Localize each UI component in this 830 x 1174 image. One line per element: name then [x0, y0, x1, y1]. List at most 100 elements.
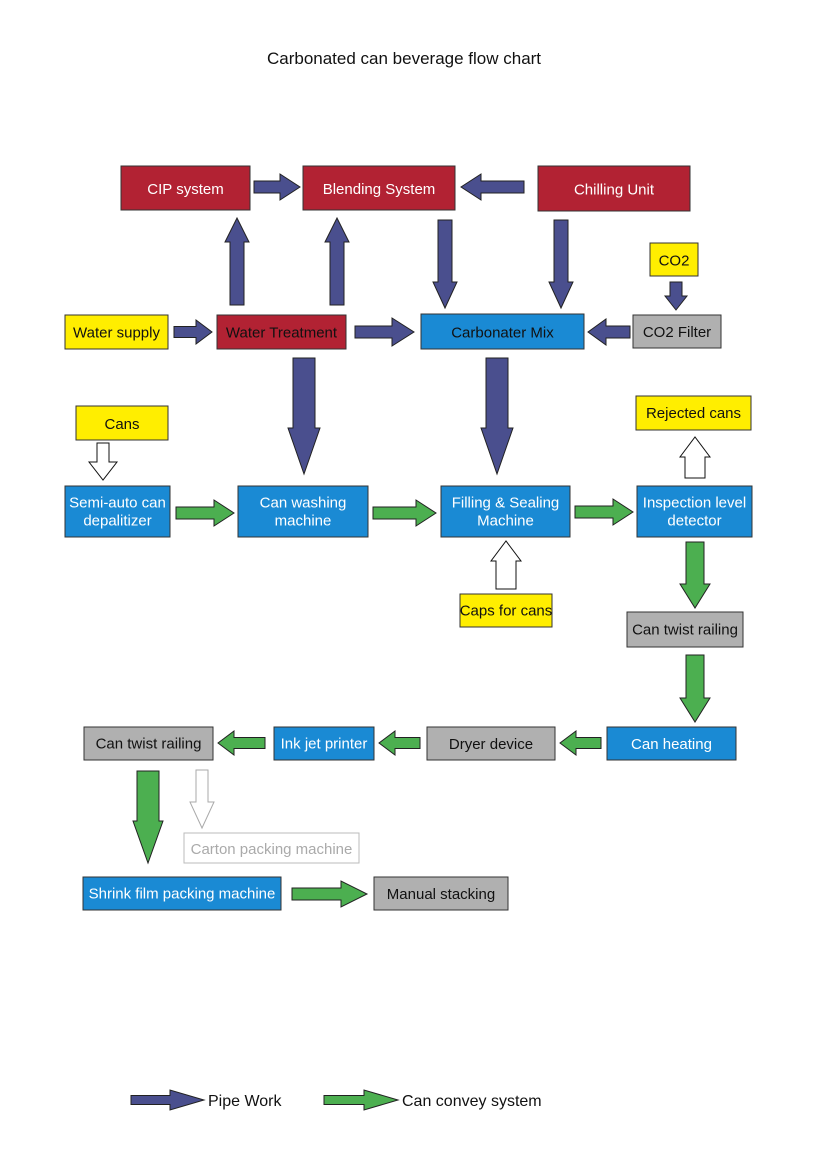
node-label: Can twist railing [632, 622, 738, 639]
node-label: Machine [477, 513, 534, 530]
node-box [459, 593, 553, 628]
pipe-arrow [324, 216, 350, 306]
node-label: Ink jet printer [281, 736, 368, 753]
node-box [216, 314, 347, 350]
input-arrow [87, 442, 119, 481]
convey-arrow [378, 730, 421, 756]
node-box [64, 485, 171, 538]
node-box [302, 165, 456, 211]
convey-arrow [217, 730, 266, 756]
node-label: Water Treatment [226, 324, 338, 341]
convey-arrow [574, 498, 634, 526]
node-twist2: Can twist railing [83, 726, 214, 761]
node-label: Inspection level [643, 495, 746, 512]
node-cip: CIP system [120, 165, 251, 211]
node-label: Can heating [631, 736, 712, 753]
convey-arrow [372, 499, 437, 527]
node-box [120, 165, 251, 211]
convey-arrow [175, 499, 235, 527]
node-twist1: Can twist railing [626, 611, 744, 648]
node-label: CIP system [147, 181, 223, 198]
node-shrink: Shrink film packing machine [82, 876, 282, 911]
pipe-arrow [460, 173, 525, 201]
legend-pipe-arrow [130, 1089, 206, 1111]
node-label: Carbonater Mix [451, 324, 554, 341]
pipe-arrow [432, 219, 458, 310]
node-label: CO2 Filter [643, 324, 711, 341]
node-box [237, 485, 369, 538]
node-label: CO2 [659, 252, 690, 269]
node-label: depalitizer [83, 513, 151, 530]
node-box [183, 832, 360, 864]
node-label: Chilling Unit [574, 181, 655, 198]
node-label: detector [667, 513, 721, 530]
convey-arrow [679, 654, 711, 723]
node-label: Can washing [260, 495, 347, 512]
convey-arrow [679, 541, 711, 609]
node-carton: Carton packing machine [183, 832, 360, 864]
node-label: Blending System [323, 181, 436, 198]
legend-pipe-label: Pipe Work [208, 1093, 283, 1110]
node-rejected: Rejected cans [635, 395, 752, 431]
node-label: Manual stacking [387, 886, 495, 903]
node-label: Dryer device [449, 736, 533, 753]
legend-convey-label: Can convey system [402, 1093, 542, 1110]
node-label: Filling & Sealing [452, 495, 560, 512]
pipe-arrow [354, 317, 415, 347]
node-water-supply: Water supply [64, 314, 169, 350]
pipe-arrow [224, 216, 250, 306]
node-box [373, 876, 509, 911]
node-heating: Can heating [606, 726, 737, 761]
pipe-arrow [480, 357, 514, 476]
node-cans: Cans [75, 405, 169, 441]
convey-arrow [132, 770, 164, 865]
node-box [649, 242, 699, 277]
node-box [632, 314, 722, 349]
node-box [82, 876, 282, 911]
node-inkjet: Ink jet printer [273, 726, 375, 761]
node-label: Cans [104, 416, 139, 433]
node-label: Carton packing machine [191, 841, 353, 858]
pipe-arrow [587, 318, 631, 346]
node-dryer: Dryer device [426, 726, 556, 761]
legend: Pipe Work Can convey system [208, 1093, 542, 1110]
node-label: Shrink film packing machine [89, 886, 276, 903]
node-box [606, 726, 737, 761]
node-box [83, 726, 214, 761]
node-caps: Caps for cans [459, 593, 553, 628]
node-box [440, 485, 571, 538]
pipe-arrow [287, 357, 321, 476]
pipe-arrow [663, 281, 689, 311]
input-arrow [679, 436, 711, 479]
node-label: Can twist railing [96, 736, 202, 753]
node-water-treatment: Water Treatment [216, 314, 347, 350]
node-chilling: Chilling Unit [537, 165, 691, 212]
node-box [537, 165, 691, 212]
node-box [635, 395, 752, 431]
pipe-arrow [548, 219, 574, 310]
node-box [420, 313, 585, 350]
node-co2-filter: CO2 Filter [632, 314, 722, 349]
node-label: Rejected cans [646, 405, 741, 422]
pipe-arrow [253, 173, 301, 201]
node-label: Semi-auto can [69, 495, 166, 512]
node-label: machine [275, 513, 332, 530]
input-arrow [490, 540, 522, 590]
legend-convey-arrow [323, 1089, 400, 1111]
node-box [426, 726, 556, 761]
chart-title: Carbonated can beverage flow chart [267, 49, 541, 68]
node-box [75, 405, 169, 441]
convey-arrow [559, 730, 602, 756]
optional-arrow [189, 769, 215, 830]
node-box [64, 314, 169, 350]
node-label: Water supply [73, 324, 160, 341]
node-label: Caps for cans [460, 603, 553, 620]
convey-arrow [291, 880, 369, 908]
node-box [273, 726, 375, 761]
node-box [636, 485, 753, 538]
